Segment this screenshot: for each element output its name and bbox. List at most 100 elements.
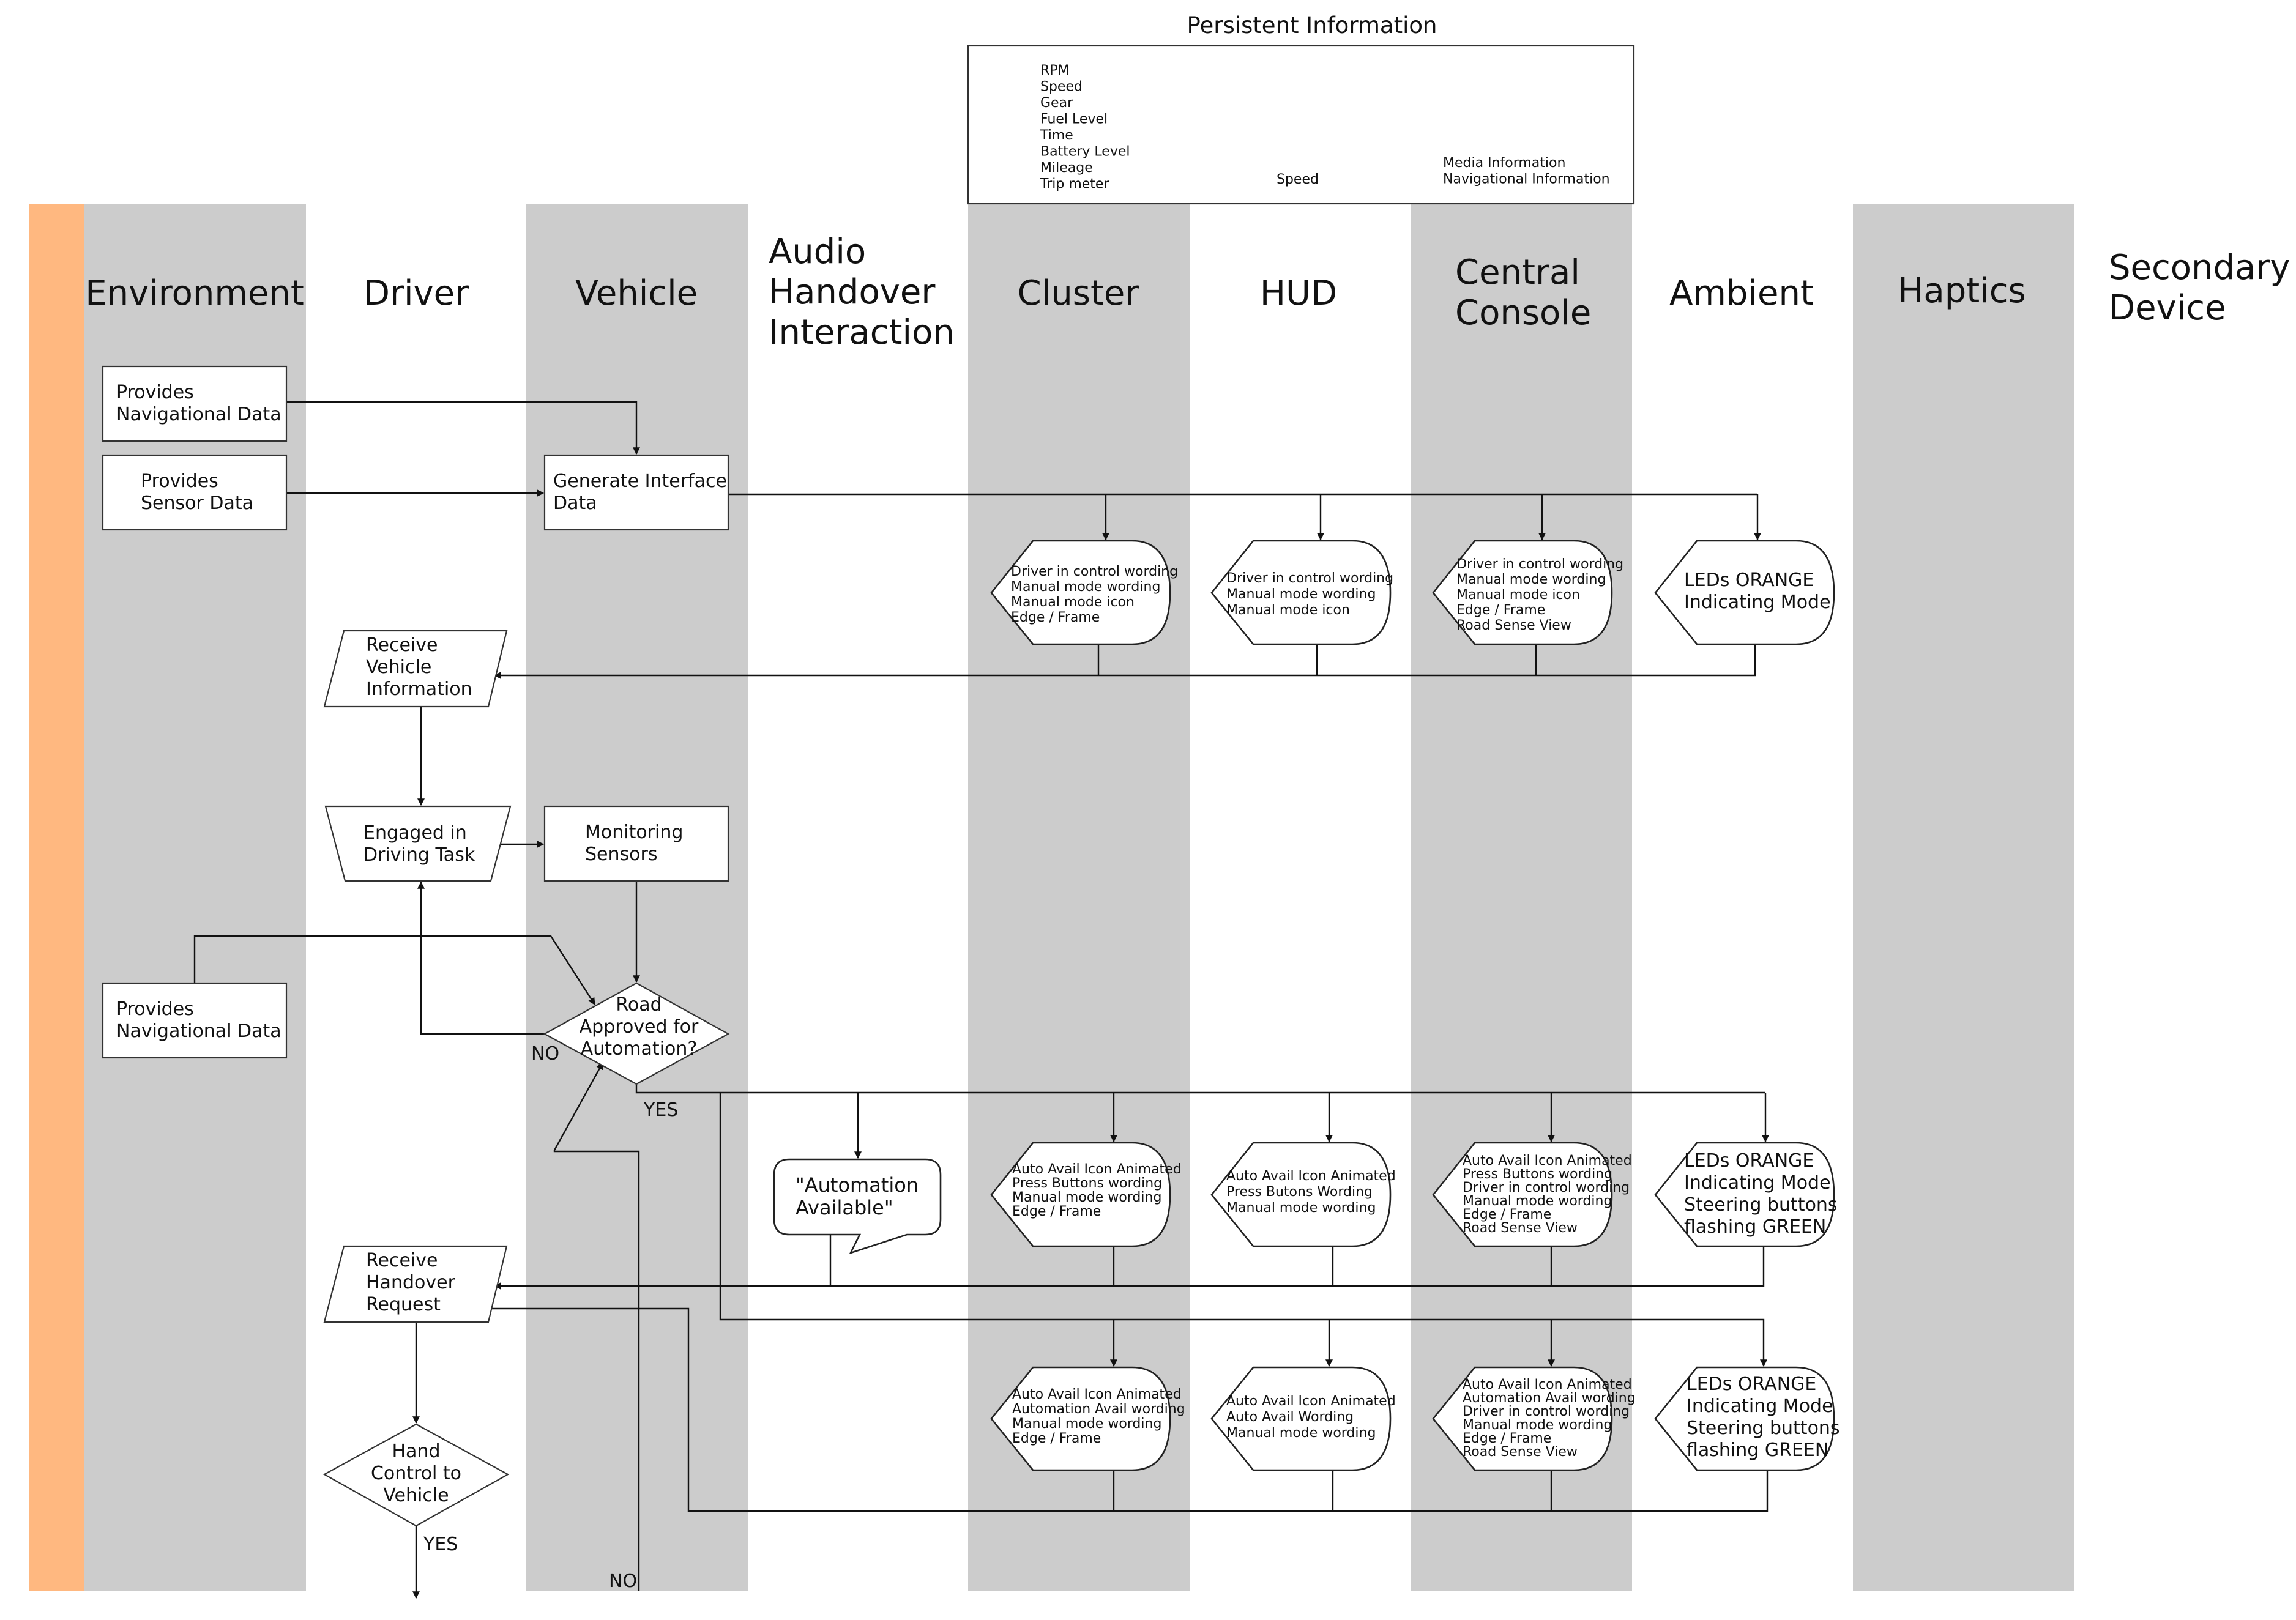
node-r1-console-line: Manual mode icon xyxy=(1456,587,1580,603)
accent-bar xyxy=(29,204,84,1591)
lane-bg-console xyxy=(1411,204,1632,1591)
node-hand-control-line: Hand xyxy=(392,1441,441,1462)
generate-interface-box xyxy=(543,454,729,531)
env-sensor-box xyxy=(102,454,288,531)
node-road-q-line: Road xyxy=(616,994,662,1016)
connector-1 xyxy=(286,401,640,455)
node-r2-cluster-line: Auto Avail Icon Animated xyxy=(1012,1162,1182,1177)
node-r1-ambient-line: Indicating Mode xyxy=(1684,592,1831,613)
node-env-sensor-line: Provides xyxy=(141,470,218,492)
node-r1-console-line: Road Sense View xyxy=(1456,618,1571,633)
lane-header-audio-line: Interaction xyxy=(769,313,955,352)
persistent-hud-item-line: Speed xyxy=(1277,172,1319,187)
lane-header-hud-line: HUD xyxy=(1260,273,1337,313)
node-r3-ambient-line: Indicating Mode xyxy=(1687,1395,1833,1417)
node-engaged-line: Driving Task xyxy=(363,844,475,866)
node-r1-cluster-line: Manual mode wording xyxy=(1011,579,1160,595)
persistent-cluster-item-line: Mileage xyxy=(1040,160,1093,176)
node-receive-info-line: Receive xyxy=(366,634,438,656)
node-r1-hud-line: Manual mode icon xyxy=(1226,603,1350,618)
node-r1-console-line: Manual mode wording xyxy=(1456,572,1606,587)
node-r1-console-line: Driver in control wording xyxy=(1456,557,1623,572)
node-generate-line: Generate Interface xyxy=(553,470,727,492)
lane-header-console-line: Central xyxy=(1455,253,1580,292)
persistent-cluster-item-line: RPM xyxy=(1040,63,1070,78)
connector-35 xyxy=(481,1305,1769,1512)
lane-header-ambient-line: Ambient xyxy=(1669,273,1814,313)
node-r3-cluster-line: Auto Avail Icon Animated xyxy=(1012,1387,1182,1402)
env-nav-box-2 xyxy=(102,982,288,1059)
lane-bg-haptics xyxy=(1853,204,2074,1591)
receive-info-parallelogram xyxy=(323,630,508,708)
r2-console-display xyxy=(1432,1142,1613,1247)
persistent-info-box xyxy=(967,45,1635,205)
connector-15 xyxy=(193,935,596,1006)
node-hand-control-line: Vehicle xyxy=(383,1485,449,1506)
road-yes-label: YES xyxy=(643,1099,678,1121)
persistent-cluster-item-line: Battery Level xyxy=(1040,144,1130,160)
node-r2-ambient-line: flashing GREEN xyxy=(1684,1216,1826,1238)
node-r2-console-line: Road Sense View xyxy=(1463,1221,1578,1236)
node-receive-handover-line: Receive xyxy=(366,1250,438,1271)
persistent-console-item-line: Navigational Information xyxy=(1443,172,1610,187)
node-r3-hud-line: Auto Avail Icon Animated xyxy=(1226,1394,1396,1409)
node-receive-info-line: Vehicle xyxy=(366,656,431,678)
node-r3-ambient-line: Steering buttons xyxy=(1687,1418,1840,1439)
node-r2-ambient-line: Steering buttons xyxy=(1684,1194,1838,1216)
lane-header-audio-line: Audio xyxy=(769,232,866,272)
road-approved-decision xyxy=(543,982,730,1085)
node-r3-hud-line: Auto Avail Wording xyxy=(1226,1410,1354,1425)
node-r2-console-line: Edge / Frame xyxy=(1463,1207,1551,1222)
lane-header-vehicle-line: Vehicle xyxy=(575,273,698,313)
monitoring-sensors-box xyxy=(543,805,729,882)
connector-16 xyxy=(417,881,545,1035)
persistent-hud-items: Speed xyxy=(1277,172,1319,187)
node-generate-line: Data xyxy=(553,492,597,514)
persistent-console-item-line: Media Information xyxy=(1443,155,1565,171)
node-r1-cluster-line: Manual mode icon xyxy=(1011,595,1135,610)
node-road-q-line: Automation? xyxy=(581,1038,698,1060)
connector-38 xyxy=(553,1061,640,1591)
lane-header-secondary-line: Secondary xyxy=(2109,248,2290,288)
node-shapes xyxy=(102,365,1835,1527)
node-env-nav-1-line: Provides xyxy=(116,382,194,403)
node-env-nav-2-line: Navigational Data xyxy=(116,1020,281,1042)
connector-28 xyxy=(719,1093,1767,1367)
r1-hud-display xyxy=(1210,540,1392,645)
hand-yes-label: YES xyxy=(423,1534,458,1555)
persistent-cluster-item-line: Fuel Level xyxy=(1040,112,1108,127)
node-r1-console-line: Edge / Frame xyxy=(1456,603,1545,618)
node-audio-bubble-line: "Automation xyxy=(796,1173,919,1197)
node-receive-handover-line: Handover xyxy=(366,1272,456,1293)
r3-console-display xyxy=(1432,1366,1613,1471)
receive-handover-parallelogram xyxy=(323,1245,508,1323)
node-r2-console-line: Driver in control wording xyxy=(1463,1180,1630,1195)
node-road-q-line: Approved for xyxy=(580,1016,699,1038)
node-r3-console-line: Edge / Frame xyxy=(1463,1431,1551,1446)
node-r3-hud-line: Manual mode wording xyxy=(1226,1425,1376,1441)
node-r3-cluster-line: Manual mode wording xyxy=(1012,1416,1161,1432)
node-r1-ambient-line: LEDs ORANGE xyxy=(1684,570,1814,591)
r1-cluster-display xyxy=(990,540,1171,645)
connector-17 xyxy=(635,1084,1765,1094)
lane-bg-cluster xyxy=(968,204,1190,1591)
node-r2-hud-line: Press Butons Wording xyxy=(1226,1184,1373,1200)
r2-ambient-display xyxy=(1654,1142,1835,1247)
node-r2-console-line: Manual mode wording xyxy=(1463,1194,1612,1209)
r1-ambient-display xyxy=(1654,540,1835,645)
connector-11 xyxy=(493,644,1756,679)
node-r3-ambient-line: flashing GREEN xyxy=(1687,1440,1828,1461)
connectors xyxy=(193,401,1769,1599)
node-r2-hud-line: Auto Avail Icon Animated xyxy=(1226,1169,1396,1184)
bottom-no-label: NO xyxy=(609,1570,637,1592)
persistent-cluster-item-line: Trip meter xyxy=(1040,177,1109,192)
node-r2-ambient-line: LEDs ORANGE xyxy=(1684,1150,1814,1172)
node-r1-hud-line: Manual mode wording xyxy=(1226,587,1376,602)
node-r3-console-line: Road Sense View xyxy=(1463,1444,1578,1460)
r1-console-display xyxy=(1432,540,1613,645)
node-r1-cluster-line: Driver in control wording xyxy=(1011,564,1178,579)
engaged-trapezoid xyxy=(324,805,512,882)
node-r2-console-line: Auto Avail Icon Animated xyxy=(1463,1153,1632,1169)
